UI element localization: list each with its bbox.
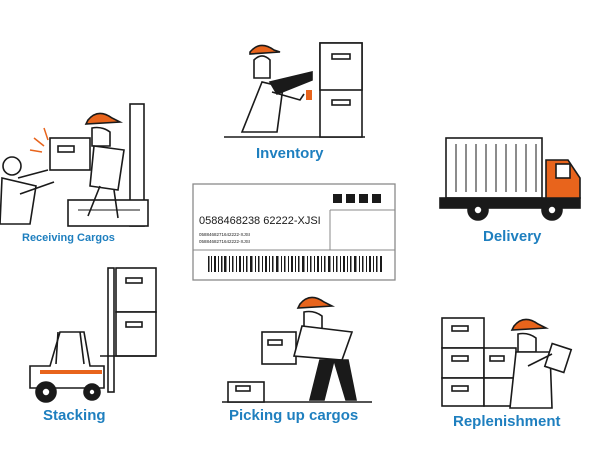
receiving-scene [0, 103, 149, 227]
inventory-label: Inventory [256, 145, 324, 162]
inventory-scene [224, 42, 365, 138]
label-code: 0588468238 62222-XJSI [199, 215, 321, 227]
replenishment-label: Replenishment [453, 413, 561, 430]
picking-scene [222, 296, 372, 403]
barcode [208, 256, 382, 272]
stacking-forklift [29, 267, 157, 403]
delivery-label: Delivery [483, 228, 542, 245]
receiving-cargos-label: Receiving Cargos [22, 232, 115, 244]
picking-up-cargos-label: Picking up cargos [229, 407, 359, 424]
shipping-label-card: 0588468238 62222-XJSI 0588468271642222-X… [192, 183, 396, 281]
delivery-truck [439, 137, 581, 221]
stacking-label: Stacking [43, 407, 106, 424]
label-small-line-2: 0588468271642222-XJSI [199, 239, 250, 244]
replenishment-scene [441, 317, 573, 409]
label-small-line-1: 0588468271642222-XJSI [199, 232, 250, 237]
